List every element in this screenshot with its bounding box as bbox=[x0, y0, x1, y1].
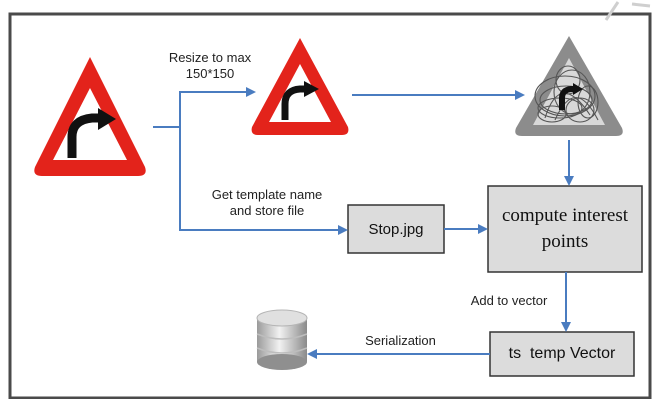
add-to-vector-label: Add to vector bbox=[470, 293, 548, 308]
compute-box bbox=[487, 185, 643, 273]
resize-label-line2: 150*150 bbox=[185, 66, 235, 81]
template-label-line2: and store file bbox=[229, 203, 305, 218]
template-label: Get template name and store file bbox=[192, 187, 342, 219]
arrow-to-resize bbox=[179, 87, 256, 127]
resized-sign-icon bbox=[251, 38, 349, 135]
compute-text-line1: compute interest bbox=[501, 205, 629, 226]
serialization-label: Serialization bbox=[365, 333, 436, 348]
corner-artifact bbox=[604, 1, 651, 21]
template-label-line1: Get template name bbox=[211, 187, 323, 202]
arrow-to-stop-file bbox=[179, 127, 348, 235]
stop-file-text: Stop.jpg bbox=[368, 220, 424, 238]
compute-text-line2: points bbox=[541, 231, 589, 252]
resize-label-line1: Resize to max bbox=[168, 50, 252, 65]
resize-label: Resize to max 150*150 bbox=[150, 50, 270, 82]
keypoints-sign-icon bbox=[515, 36, 623, 136]
database-icon bbox=[256, 309, 308, 370]
temp-vector-box bbox=[489, 331, 635, 377]
compute-text: compute interest points bbox=[488, 186, 642, 272]
temp-vector-text: ts temp Vector bbox=[508, 345, 616, 362]
original-sign-icon bbox=[34, 57, 146, 176]
stop-file-box bbox=[347, 204, 445, 254]
